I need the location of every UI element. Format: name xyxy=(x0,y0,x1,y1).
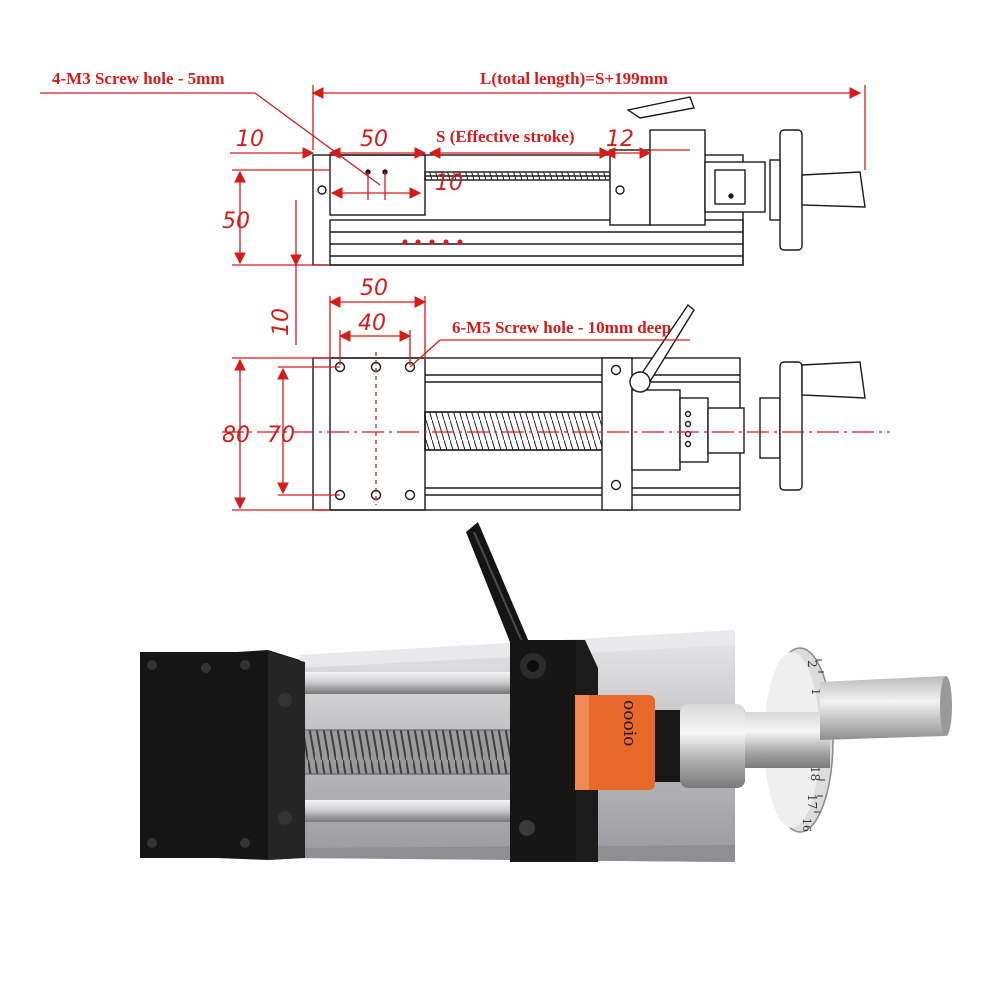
guide-rod-upper xyxy=(275,672,540,694)
dim-left-margin: 10 xyxy=(236,127,264,152)
orange-sensor xyxy=(575,695,655,790)
dial-tick-1: 1 xyxy=(809,688,823,696)
top-view-dimension-lines xyxy=(40,85,866,345)
bottom-view-dimension-lines xyxy=(222,296,890,511)
dial-tick-16: 16 xyxy=(800,818,813,832)
dim-rail-width: 70 xyxy=(267,423,295,448)
sensor-label: oooio xyxy=(619,700,639,746)
dim-block-width: 50 xyxy=(360,276,388,301)
guide-rod-lower xyxy=(275,800,540,822)
screw-hole-bottom-label: 6-M5 Screw hole - 10mm deep xyxy=(452,318,671,337)
screw-hole-top-label: 4-M3 Screw hole - 5mm xyxy=(52,69,224,88)
dim-hole-spacing-top: 10 xyxy=(435,171,463,196)
lead-screw xyxy=(275,730,520,774)
top-view-dots xyxy=(402,239,463,245)
dim-overall-width: 80 xyxy=(222,423,250,448)
dial-tick-18: 18 xyxy=(808,766,822,781)
dim-base-offset: 10 xyxy=(269,308,294,336)
dim-height: 50 xyxy=(222,209,250,234)
top-view-drawing xyxy=(312,96,866,266)
hand-knob xyxy=(820,676,949,740)
bottom-view-drawing xyxy=(312,303,866,511)
dial-tick-2: 2 xyxy=(805,660,819,668)
product-photo: oooio 2 1 0 19 18 17 16 xyxy=(140,522,952,862)
dim-hole-spacing-bottom: 40 xyxy=(358,311,386,336)
dim-right-margin: 12 xyxy=(606,127,634,152)
dial-tick-17: 17 xyxy=(805,794,819,809)
total-length-label: L(total length)=S+199mm xyxy=(480,69,668,88)
dim-block-length: 50 xyxy=(360,127,388,152)
effective-stroke-label: S (Effective stroke) xyxy=(436,127,574,146)
